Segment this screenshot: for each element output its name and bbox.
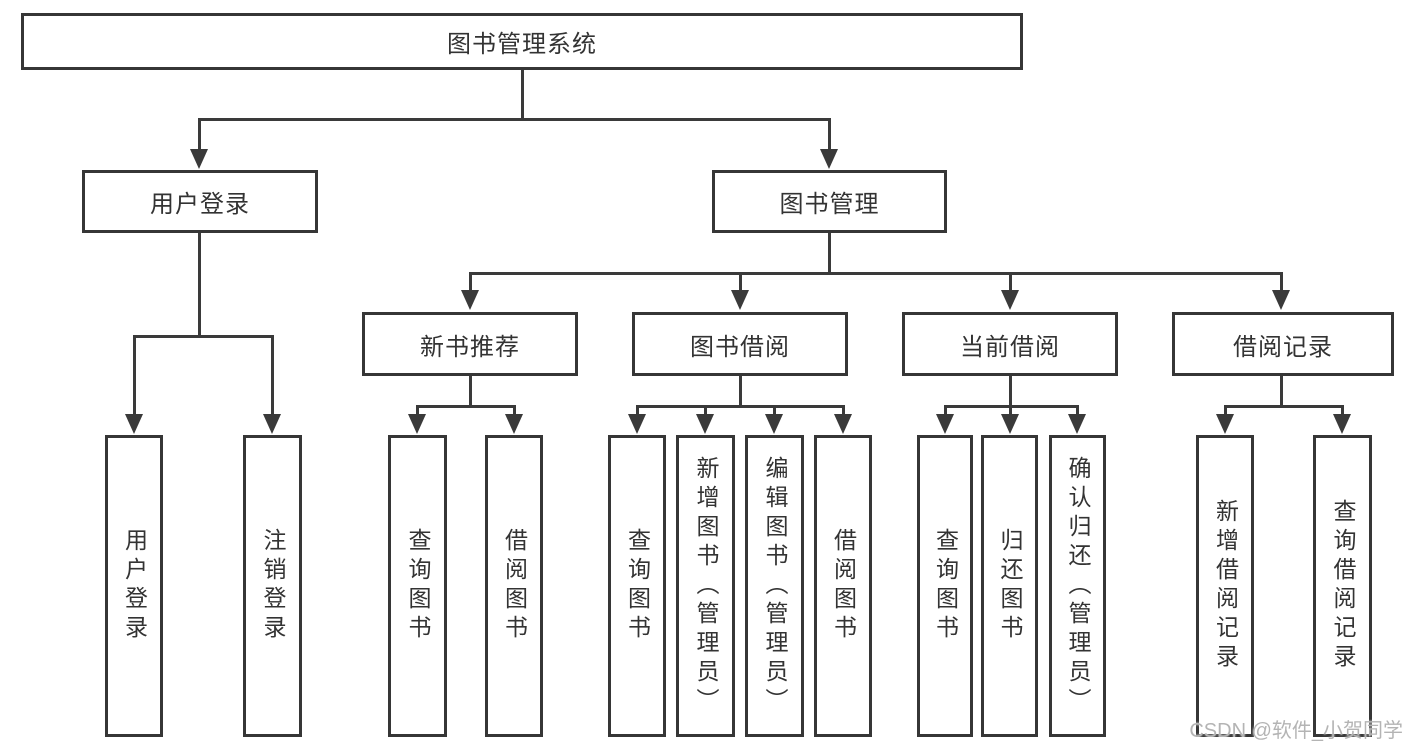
arrow-head	[125, 414, 143, 434]
node-label: 查询图书	[405, 528, 431, 644]
connector-line	[270, 336, 274, 416]
connector-line	[520, 70, 524, 119]
node-label: 图书借阅	[690, 333, 790, 361]
node-label: 编辑图书（管理员）	[762, 455, 788, 717]
connector-line	[415, 404, 516, 408]
node-label: 借阅图书	[501, 528, 528, 644]
connector-line	[738, 273, 742, 295]
arrow-head	[505, 414, 523, 434]
connector-line	[1223, 406, 1227, 418]
connector-line	[512, 406, 516, 418]
connector-line	[197, 233, 201, 336]
connector-line	[468, 376, 472, 407]
connector-line	[468, 273, 472, 295]
connector-line	[1340, 406, 1344, 418]
node-label: 借阅记录	[1233, 333, 1333, 361]
node-label: 图书管理系统	[447, 31, 597, 58]
node-label: 查询借阅记录	[1330, 499, 1356, 673]
connector-line	[1223, 404, 1344, 408]
connector-line	[1008, 376, 1012, 407]
leaf-query-borrow-record: 查询借阅记录	[1313, 435, 1372, 737]
connector-line	[772, 406, 776, 418]
node-label: 查询图书	[932, 528, 959, 644]
node-label: 归还图书	[997, 528, 1023, 644]
connector-line	[132, 336, 136, 416]
arrow-head	[1216, 414, 1234, 434]
node-current-borrowing: 当前借阅	[902, 312, 1118, 376]
arrow-head	[408, 414, 426, 434]
node-book-borrowing: 图书借阅	[632, 312, 848, 376]
arrow-head	[765, 414, 783, 434]
leaf-add-books-admin: 新增图书（管理员）	[676, 435, 735, 737]
connector-line	[1008, 273, 1012, 295]
connector-line	[415, 406, 419, 418]
node-label: 图书管理	[779, 191, 880, 218]
connector-line	[827, 233, 831, 274]
arrow-head	[461, 290, 479, 310]
node-user-login: 用户登录	[82, 170, 318, 233]
node-label: 借阅图书	[830, 528, 857, 644]
node-label: 确认归还（管理员）	[1065, 455, 1091, 717]
leaf-query-books-recommend: 查询图书	[388, 435, 447, 737]
leaf-user-login: 用户登录	[105, 435, 163, 737]
node-label: 用户登录	[121, 528, 148, 644]
node-label: 注销登录	[260, 528, 286, 644]
arrow-head	[263, 414, 281, 434]
connector-line	[841, 406, 845, 418]
arrow-head	[936, 414, 954, 434]
arrow-head	[696, 414, 714, 434]
arrow-head	[834, 414, 852, 434]
leaf-logout: 注销登录	[243, 435, 302, 737]
connector-line	[197, 119, 201, 154]
leaf-edit-books-admin: 编辑图书（管理员）	[745, 435, 804, 737]
arrow-head	[820, 149, 838, 169]
node-label: 用户登录	[150, 191, 250, 218]
leaf-return-books: 归还图书	[981, 435, 1038, 737]
connector-line	[827, 119, 831, 154]
node-label: 新增图书（管理员）	[693, 455, 719, 717]
csdn-watermark: CSDN @软件_小贺同学	[1189, 720, 1403, 742]
connector-line	[703, 406, 707, 418]
leaf-borrow-books: 借阅图书	[814, 435, 872, 737]
connector-line	[1279, 376, 1283, 407]
node-new-book-recommend: 新书推荐	[362, 312, 578, 376]
connector-line	[1008, 406, 1012, 418]
connector-line	[635, 406, 639, 418]
node-label: 新书推荐	[420, 333, 520, 361]
arrow-head	[1272, 290, 1290, 310]
connector-line	[132, 334, 274, 338]
arrow-head	[1001, 290, 1019, 310]
arrow-head	[1068, 414, 1086, 434]
arrow-head	[1001, 414, 1019, 434]
connector-line	[738, 376, 742, 407]
connector-line	[1279, 273, 1283, 295]
arrow-head	[731, 290, 749, 310]
leaf-add-borrow-record: 新增借阅记录	[1196, 435, 1254, 737]
connector-line	[1075, 406, 1079, 418]
connector-line	[635, 404, 845, 408]
arrow-head	[190, 149, 208, 169]
node-label: 查询图书	[624, 528, 651, 644]
node-label: 新增借阅记录	[1212, 499, 1239, 673]
arrow-head	[628, 414, 646, 434]
connector-line	[943, 406, 947, 418]
connector-line	[468, 271, 1283, 275]
node-root-library-system: 图书管理系统	[21, 13, 1023, 70]
leaf-query-books-borrowing: 查询图书	[608, 435, 666, 737]
arrow-head	[1333, 414, 1351, 434]
leaf-borrow-books-recommend: 借阅图书	[485, 435, 543, 737]
node-label: 当前借阅	[960, 333, 1060, 361]
node-book-management: 图书管理	[712, 170, 947, 233]
node-borrowing-records: 借阅记录	[1172, 312, 1394, 376]
connector-line	[197, 117, 831, 121]
leaf-confirm-return-admin: 确认归还（管理员）	[1049, 435, 1106, 737]
leaf-query-books-current: 查询图书	[917, 435, 973, 737]
